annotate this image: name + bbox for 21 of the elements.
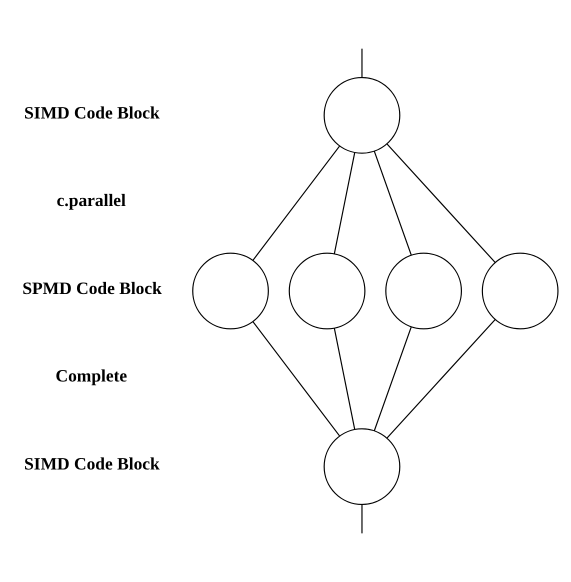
connector <box>252 146 340 261</box>
connector <box>361 48 363 78</box>
connector <box>386 144 496 263</box>
node-circle <box>324 76 400 154</box>
label: SIMD Code Block <box>24 454 160 474</box>
label: SIMD Code Block <box>24 102 160 122</box>
connector <box>361 504 363 534</box>
node-circle <box>324 428 400 506</box>
connector <box>374 150 412 256</box>
node-circle <box>288 252 366 330</box>
connector <box>386 319 496 439</box>
connector <box>374 326 412 432</box>
label: SPMD Code Block <box>22 278 162 298</box>
node-circle <box>385 252 462 330</box>
node-circle <box>482 252 559 330</box>
connector <box>252 321 340 436</box>
label: Complete <box>55 366 128 386</box>
label: c.parallel <box>56 190 126 210</box>
connector <box>334 328 356 430</box>
connector <box>334 152 356 254</box>
node-circle <box>192 252 269 330</box>
